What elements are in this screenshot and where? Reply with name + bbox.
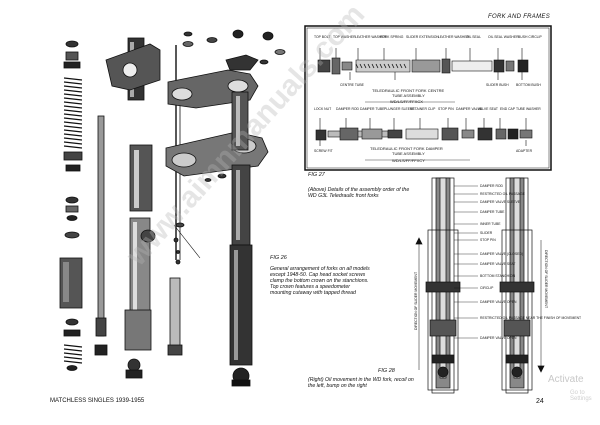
label-bottom-bush: BOTTOM BUSH — [516, 83, 541, 87]
label-damper-valve-sleeve: DAMPER VALVE SLEEVE — [480, 200, 521, 204]
label-adapter: ADAPTER — [516, 149, 533, 153]
label-circlip-28: CIRCLIP — [480, 286, 494, 290]
fig26-label: FIG 26 — [270, 255, 287, 261]
label-damper-valve-closed: DAMPER VALVE (CLOSED) — [480, 252, 523, 256]
label-end-cap: END CAP — [500, 107, 516, 111]
label-leather-washer: LEATHER WASHER — [355, 35, 387, 39]
fig27-bottom-labels: LOCK NUT DAMPER ROD DAMPER TUBE PLUNGER … — [314, 107, 541, 111]
label-restricted-passage-finish: RESTRICTED OIL PASSAGE NEAR THE FINISH O… — [480, 316, 581, 320]
fig28-caption: (Right) Oil movement in the WD fork, rec… — [308, 377, 414, 389]
centre-assembly-sub: TUBE ASSEMBLY — [392, 93, 425, 98]
label-retainer-clip: RETAINER CLIP — [410, 107, 436, 111]
fig26-caption: General arrangement of forks on all mode… — [270, 266, 370, 296]
label-restricted-passage: RESTRICTED OIL PASSAGE — [480, 192, 526, 196]
os-activation-notice: Activate — [548, 374, 584, 385]
label-slider-bush: SLIDER BUSH — [486, 83, 509, 87]
fig27-caption: (Above) Details of the assembly order of… — [308, 187, 410, 199]
fig28-labels: DAMPER ROD RESTRICTED OIL PASSAGE DAMPER… — [480, 184, 581, 340]
fig28-label: FIG 28 — [378, 368, 395, 374]
label-stop-pin: STOP PIN — [438, 107, 454, 111]
centre-assembly-title: TELEDRAULIC FRONT FORK CENTRE — [372, 88, 444, 93]
damper-assembly-title: TELEDRAULIC FRONT FORK DAMPER — [370, 146, 443, 151]
fig27-top-labels: TOP BOLT TOP WASHER LEATHER WASHER FORK … — [314, 35, 542, 39]
label-oil-seal: OIL SEAL — [466, 35, 481, 39]
label-slider-extension: SLIDER EXTENSION — [406, 35, 439, 39]
damper-assembly-part: WD/LS/FF/FFXCY — [392, 158, 425, 163]
label-bottom-stanchion: BOTTOM STANCHION — [480, 274, 516, 278]
centre-assembly-part: WD/LS/FF/FFXCX — [390, 99, 423, 104]
label-top-washer: TOP WASHER — [333, 35, 356, 39]
label-tube-washer: TUBE WASHER — [516, 107, 541, 111]
label-damper-valve: DAMPER VALVE — [456, 107, 483, 111]
label-stop-pin-28: STOP PIN — [480, 238, 496, 242]
os-activation-subtext: Go to Settings — [570, 390, 592, 402]
label-bush-circlip: BUSH CIRCLIP — [518, 35, 542, 39]
label-damper-valve-open-2: DAMPER VALVE OPEN — [480, 336, 517, 340]
label-valve-seat: VALVE SEAT — [478, 107, 498, 111]
direction-left-label: DIRECTION OF SLIDER MOVEMENT — [414, 272, 418, 330]
page-number: 24 — [536, 398, 544, 405]
label-damper-tube: DAMPER TUBE — [360, 107, 385, 111]
label-slider-28: SLIDER — [480, 231, 493, 235]
fig27-mid-labels: CENTRE TUBE SLIDER BUSH BOTTOM BUSH — [340, 83, 541, 87]
label-fork-spring: FORK SPRING — [380, 35, 404, 39]
label-damper-valve-seat: DAMPER VALVE SEAT — [480, 262, 515, 266]
label-leather-washer-2: LEATHER WASHER — [438, 35, 470, 39]
fig27-label: FIG 27 — [308, 172, 325, 178]
label-damper-tube-28: DAMPER TUBE — [480, 210, 505, 214]
label-oil-seal-washer: OIL SEAL WASHER — [488, 35, 519, 39]
damper-assembly-sub: TUBE ASSEMBLY — [392, 151, 425, 156]
label-plunger-sleeve: PLUNGER SLEEVE — [384, 107, 415, 111]
direction-right-label: DIRECTION OF SLIDER MOVEMENT — [544, 250, 548, 308]
label-lock-nut: LOCK NUT — [314, 107, 331, 111]
label-damper-rod: DAMPER ROD — [336, 107, 360, 111]
label-screw-fit: SCREW FIT — [314, 149, 333, 153]
label-inner-tube: INNER TUBE — [480, 222, 501, 226]
label-damper-valve-open: DAMPER VALVE OPEN — [480, 300, 517, 304]
section-title: FORK AND FRAMES — [488, 14, 550, 20]
label-damper-rod-28: DAMPER ROD — [480, 184, 504, 188]
label-top-bolt: TOP BOLT — [314, 35, 330, 39]
label-centre-tube: CENTRE TUBE — [340, 83, 365, 87]
book-title: MATCHLESS SINGLES 1939-1955 — [50, 398, 145, 404]
